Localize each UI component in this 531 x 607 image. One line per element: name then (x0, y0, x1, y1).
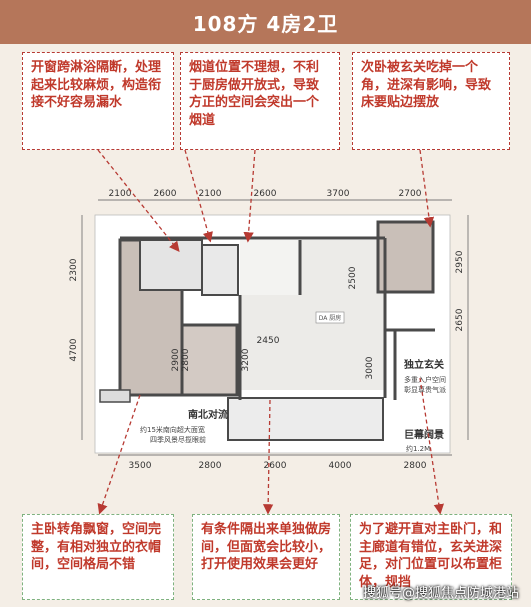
bathroom-2 (201, 244, 239, 296)
dim-top-1: 2600 (154, 189, 177, 199)
dim-inner-1: 2800 (181, 348, 191, 371)
second-bedroom (376, 220, 435, 294)
dim-top-2: 2100 (199, 189, 222, 199)
dimension-lines (81, 199, 469, 456)
note-master-bedroom: 主卧转角飘窗，空间完整，有相对独立的衣帽间，空间格局不错 (22, 514, 174, 600)
dim-bottom-0: 3500 (129, 461, 152, 471)
dim-left-1: 4700 (69, 338, 79, 361)
dim-top-4: 3700 (327, 189, 350, 199)
foyer-desc-2: 彰显尊贵气派 (404, 385, 446, 394)
bay-window (99, 389, 131, 403)
title-banner: 108方 4房2卫 (0, 0, 531, 44)
dim-inner-3: 2450 (257, 336, 280, 346)
dim-right-1: 2650 (455, 308, 465, 331)
note-extra-room: 有条件隔出来单独做房间，但面宽会比较小，打开使用效果会更好 (192, 514, 340, 600)
dim-right-0: 2950 (455, 250, 465, 273)
dim-inner-4: 2500 (348, 266, 358, 289)
dim-bottom-1: 2800 (199, 461, 222, 471)
page-title: 108方 4房2卫 (192, 11, 339, 36)
dim-bottom-2: 2600 (264, 461, 287, 471)
dim-top-0: 2100 (109, 189, 132, 199)
landscape-label: 巨幕阔景 (404, 428, 444, 441)
dim-bottom-4: 2800 (404, 461, 427, 471)
bathroom-1 (139, 239, 203, 291)
note-foyer: 为了避开直对主卧门，和主廊道有错位，玄关进深足，对门位置可以布置柜体，规挡 (350, 514, 512, 600)
dim-top-5: 2700 (399, 189, 422, 199)
dims-top: 2100 2600 2100 2600 3700 2700 (109, 189, 422, 199)
study-room (180, 323, 239, 397)
north-south-desc-1: 约15米南向超大面宽 (140, 425, 205, 434)
dim-inner-2: 3200 (241, 348, 251, 371)
dim-top-3: 2600 (254, 189, 277, 199)
note-shower-window: 开窗跨淋浴隔断，处理起来比较麻烦，构造衔接不好容易漏水 (22, 52, 174, 150)
watermark: 搜狐号@搜狐焦点防城港站 (362, 586, 519, 601)
foyer-label: 独立玄关 (404, 358, 444, 371)
landscape-desc: 约1.2M (406, 444, 430, 453)
dim-bottom-3: 4000 (329, 461, 352, 471)
north-south-desc-2: 四季风景尽揽眼前 (150, 435, 206, 444)
balcony (227, 397, 384, 441)
foyer-desc-1: 多重入户空间 (404, 375, 446, 384)
dims-side: 2300 4700 2950 2650 (69, 250, 465, 361)
note-second-bedroom: 次卧被玄关吃掉一个角，进深有影响，导致床要贴边摆放 (352, 52, 510, 150)
dims-bottom: 3500 2800 2600 4000 2800 (129, 461, 427, 471)
arrows (97, 149, 444, 515)
kitchen-floor (240, 240, 300, 295)
dim-inner-0: 2900 (171, 348, 181, 371)
dims-inner: 2900 2800 3200 2450 2500 3000 (171, 266, 375, 379)
dim-left-0: 2300 (69, 258, 79, 281)
dining-tag: DA 厨房 (319, 314, 342, 322)
dining-tag-box (315, 311, 345, 324)
dim-inner-5: 3000 (365, 356, 375, 379)
note-flue: 烟道位置不理想，不利于厨房做开放式，导致方正的空间会突出一个烟道 (180, 52, 340, 150)
north-south-label: 南北对流 (188, 408, 228, 421)
